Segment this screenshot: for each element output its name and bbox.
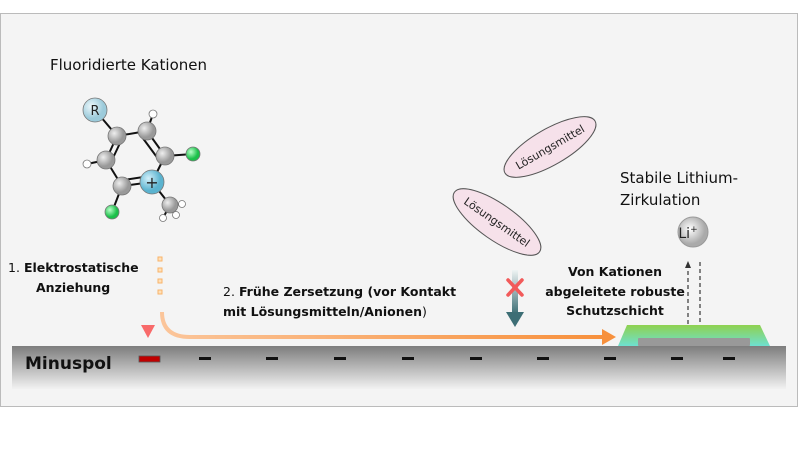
- blocked-solvent-arrow: [512, 270, 518, 314]
- hydrogen-atom: [148, 109, 158, 119]
- hydrogen-atom: [172, 211, 180, 219]
- step1-label-line1: 1.Elektrostatische: [8, 260, 139, 275]
- fluorine-atom: [104, 204, 120, 220]
- carbon-atom: [137, 121, 157, 141]
- lithium-label-line1: Stabile Lithium-: [620, 169, 738, 187]
- methyl-carbon-atom: [161, 196, 179, 214]
- orange-dots: [157, 256, 163, 295]
- red-negative-charge: [138, 355, 161, 363]
- step1-label-line2: Anziehung: [36, 280, 110, 295]
- lithium-label-line2: Zirkulation: [620, 191, 700, 209]
- layer-label-line3: Schutzschicht: [566, 303, 664, 318]
- step2-label-line1: 2.Frühe Zersetzung (vor Kontakt: [223, 284, 456, 299]
- negative-electrode: [12, 346, 786, 389]
- blocked-arrowhead: [506, 312, 524, 327]
- blocked-x-icon: [506, 278, 524, 297]
- lithium-deposit: [638, 338, 750, 346]
- hydrogen-atom: [82, 159, 92, 169]
- lithium-ion-label: Li+: [678, 225, 697, 242]
- r-group-atom: [82, 97, 108, 123]
- carbon-atom: [107, 126, 127, 146]
- carbon-atom: [112, 176, 132, 196]
- carbon-atom: [96, 150, 116, 170]
- title: Fluoridierte Kationen: [50, 56, 207, 74]
- up-arrowhead: [685, 261, 691, 268]
- electrode-label: Minuspol: [25, 354, 112, 374]
- fluorine-atom: [185, 146, 201, 162]
- atoms: [82, 97, 201, 222]
- hydrogen-atom: [159, 214, 167, 222]
- decomposition-arrow: [160, 311, 604, 339]
- decomposition-arrowhead: [602, 329, 616, 345]
- layer-label-line2: abgeleitete robuste: [545, 284, 685, 299]
- charge-label: +: [145, 173, 158, 192]
- hydrogen-atom: [178, 200, 186, 208]
- attraction-arrowhead: [141, 325, 155, 338]
- nitrogen-cation-atom: [139, 169, 165, 195]
- layer-label-line1: Von Kationen: [568, 264, 662, 279]
- step2-label-line2: mit Lösungsmitteln/Anionen): [223, 304, 427, 319]
- lithium-ion: [677, 216, 709, 248]
- r-label: R: [90, 104, 99, 119]
- negative-charges: [199, 357, 735, 360]
- carbon-atom: [155, 146, 175, 166]
